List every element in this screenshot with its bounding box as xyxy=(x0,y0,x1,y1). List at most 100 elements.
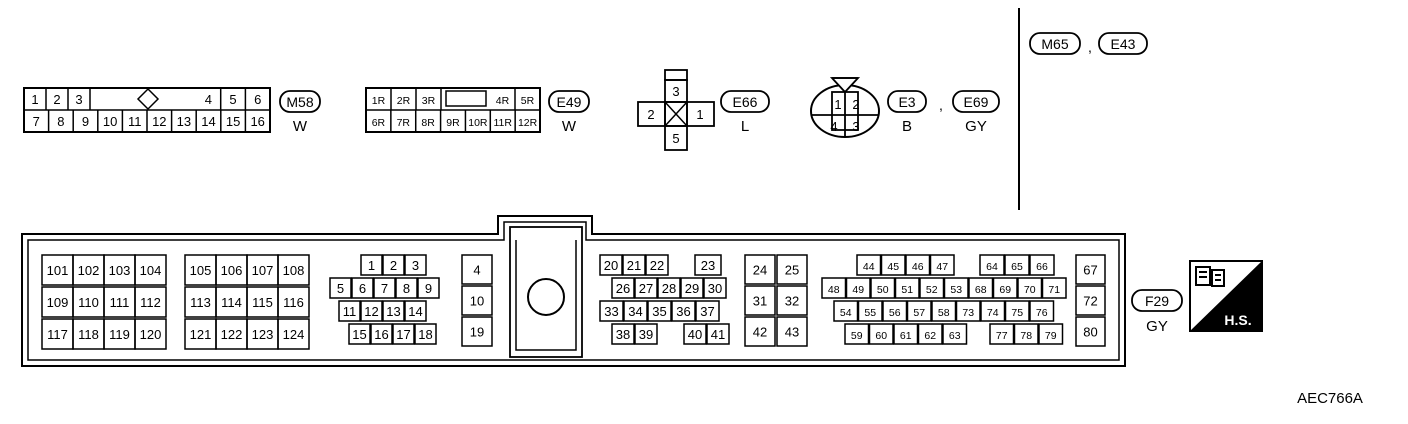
pin-cavity: 31 xyxy=(744,285,776,316)
pin-cavity: 119 xyxy=(103,318,136,350)
pin-number: 8 xyxy=(57,114,64,129)
pin-number: 29 xyxy=(685,281,699,296)
pin-number: 105 xyxy=(190,263,212,278)
pin-number: 34 xyxy=(628,304,642,319)
pin-cavity: 10 xyxy=(461,285,493,316)
pin-cavity: 75 xyxy=(1004,300,1030,322)
separator: , xyxy=(1088,39,1092,55)
pin-cavity: 66 xyxy=(1029,254,1055,276)
pin-cavity: 1 xyxy=(360,254,383,276)
pin-number: 39 xyxy=(639,327,653,342)
pin-number: 7 xyxy=(33,114,40,129)
pin-number: 101 xyxy=(47,263,69,278)
pin-cavity: 39 xyxy=(634,323,658,345)
pin-cavity: 26 xyxy=(611,277,635,299)
connector-code: E3 xyxy=(898,94,915,110)
latch-circle-icon xyxy=(527,278,565,316)
pin-number: 70 xyxy=(1024,284,1036,296)
pin-cavity: 123 xyxy=(246,318,279,350)
pin-number: 80 xyxy=(1083,325,1097,340)
pin-number: 1 xyxy=(31,92,38,107)
pin-cavity: 12 xyxy=(152,114,166,129)
pin-cavity: 28 xyxy=(657,277,681,299)
pin-number: 122 xyxy=(221,327,243,342)
pin-cavity: 6 xyxy=(254,92,261,107)
pin-number: 73 xyxy=(962,307,974,319)
pin-number: 33 xyxy=(604,304,618,319)
pin-cavity: 6 xyxy=(351,277,374,299)
pin-cavity: 108 xyxy=(277,254,310,286)
pin-number: 120 xyxy=(140,327,162,342)
pin-number: 37 xyxy=(700,304,714,319)
pin-cavity: 72 xyxy=(1075,285,1106,316)
pin-number: 4R xyxy=(496,95,510,107)
pin-cavity: 9 xyxy=(417,277,440,299)
pin-number: 14 xyxy=(201,114,215,129)
pin-number: 8R xyxy=(421,117,435,129)
pin-cavity: 115 xyxy=(246,286,279,318)
pin-cavity: 33 xyxy=(599,300,624,322)
pin-cavity: 5 xyxy=(229,92,236,107)
pin-number: 77 xyxy=(996,330,1008,342)
pin-number: 119 xyxy=(109,327,130,342)
pin-cavity: 52 xyxy=(919,277,945,299)
pin-number: 57 xyxy=(913,307,925,319)
pin-number: 51 xyxy=(901,284,913,296)
pin-cavity: 13 xyxy=(382,300,405,322)
pin-number: 40 xyxy=(688,327,702,342)
pin-cavity: 56 xyxy=(882,300,908,322)
connector-code-badge xyxy=(548,90,590,113)
pin-cavity: 124 xyxy=(277,318,310,350)
connector-f29-shell xyxy=(21,215,1126,367)
pin-cavity: 65 xyxy=(1004,254,1030,276)
pin-cavity: 4 xyxy=(205,92,212,107)
pin-cavity: 11 xyxy=(128,114,142,129)
pin-number: 12 xyxy=(152,114,166,129)
pin-cavity: 69 xyxy=(992,277,1018,299)
pin-cavity: 13 xyxy=(177,114,191,129)
pin-number: 14 xyxy=(408,304,422,319)
pin-number: 116 xyxy=(283,295,304,310)
pin-cavity: 4R xyxy=(496,95,510,107)
pin-number: 44 xyxy=(863,261,875,273)
pin-number: 66 xyxy=(1036,261,1048,273)
pin-cavity: 103 xyxy=(103,254,136,286)
pin-cavity: 15 xyxy=(226,114,240,129)
pin-cavity: 2 xyxy=(53,92,60,107)
pin-cavity: 35 xyxy=(647,300,672,322)
pin-cavity: 11R xyxy=(493,117,512,129)
pin-cavity: 57 xyxy=(906,300,932,322)
connector-plug-icon xyxy=(1195,266,1225,287)
pin-number: 23 xyxy=(701,258,715,273)
pin-number: 48 xyxy=(828,284,840,296)
pin: 1 xyxy=(834,97,841,112)
pin-cavity: 16 xyxy=(250,114,264,129)
pin-number: 6 xyxy=(359,281,366,296)
pin-number: 35 xyxy=(652,304,666,319)
pin-number: 104 xyxy=(140,263,162,278)
pin-number: 49 xyxy=(852,284,864,296)
pin-cavity: 104 xyxy=(134,254,167,286)
pin-cavity: 112 xyxy=(134,286,167,318)
pin-cavity: 19 xyxy=(461,316,493,347)
pin-cavity: 42 xyxy=(744,316,776,347)
pin-cavity: 118 xyxy=(72,318,105,350)
pin-cavity: 37 xyxy=(695,300,720,322)
pin-cavity: 41 xyxy=(706,323,730,345)
pin-cavity: 7 xyxy=(33,114,40,129)
pin-number: 79 xyxy=(1045,330,1057,342)
connector-m65-e43: M65 , E43 xyxy=(1029,32,1148,55)
pin-cavity: 51 xyxy=(894,277,920,299)
pin-cavity: 63 xyxy=(942,323,968,345)
diamond-key-icon xyxy=(136,87,160,111)
pin-number: 36 xyxy=(676,304,690,319)
pin-cavity: 113 xyxy=(184,286,217,318)
pin-cavity: 24 xyxy=(744,254,776,285)
pin-cavity: 49 xyxy=(845,277,871,299)
pin-cavity: 73 xyxy=(955,300,981,322)
connector-code: E49 xyxy=(557,94,582,110)
pin-number: 19 xyxy=(470,325,484,340)
pin-cavity: 23 xyxy=(694,254,722,276)
pin-number: 3 xyxy=(75,92,82,107)
